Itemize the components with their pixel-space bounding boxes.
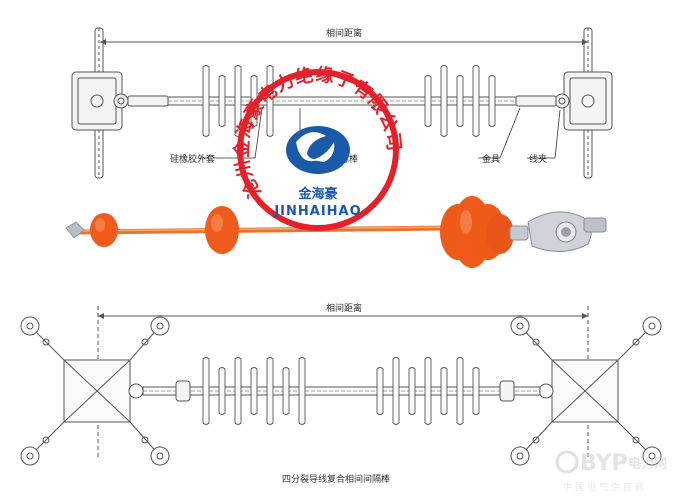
shed-bottom-sheds-3 — [250, 367, 258, 415]
shed-bottom-sheds-4 — [266, 357, 274, 425]
clamp-label: 线夹 — [529, 153, 547, 165]
photo-shed-stack — [440, 196, 514, 268]
shed-top-sheds-0 — [202, 65, 210, 137]
left-hinge-icon — [113, 93, 129, 109]
right-clamp-block — [563, 71, 613, 131]
photo-metal-clamp — [509, 211, 607, 252]
shed-top-sheds-7 — [456, 75, 464, 127]
right-fitting — [515, 95, 557, 107]
left-fitting — [127, 95, 169, 107]
shed-top-sheds-4 — [266, 65, 274, 137]
byp-watermark: BYP 电力网 中国电气供应商 — [555, 450, 667, 493]
shed-bottom-sheds-10 — [424, 357, 432, 425]
shed-bottom-sheds-7 — [376, 367, 384, 415]
top-spacing-label: 相间距离 — [326, 27, 362, 39]
photo-mid-shed — [205, 206, 239, 254]
byp-logo-icon — [555, 450, 579, 474]
shed-top-sheds-1 — [218, 75, 226, 127]
bottom-spacing-label: 相间距离 — [326, 302, 362, 314]
product-photo — [65, 196, 607, 268]
bottom-technical-drawing — [20, 306, 662, 466]
watermark-suffix: 电力网 — [628, 456, 667, 472]
shed-bottom-sheds-6 — [298, 357, 306, 425]
seal-brand-cn: 金海豪 — [297, 186, 337, 202]
shed-bottom-sheds-13 — [472, 367, 480, 415]
bottom-caption: 四分裂导线复合相间间隔棒 — [282, 473, 390, 485]
shed-bottom-sheds-2 — [234, 357, 242, 425]
left-quad-spacer-frame — [20, 316, 170, 466]
shed-top-sheds-5 — [424, 75, 432, 127]
photo-small-shed — [90, 213, 118, 247]
seal-ring — [237, 69, 399, 231]
bottom-shed-group — [202, 357, 480, 425]
watermark-tagline: 中国电气供应商 — [563, 481, 647, 493]
shed-bottom-sheds-9 — [408, 367, 416, 415]
shed-bottom-sheds-5 — [282, 367, 290, 415]
right-quad-spacer-frame — [510, 316, 662, 466]
shed-bottom-sheds-11 — [440, 367, 448, 415]
shed-bottom-sheds-8 — [392, 357, 400, 425]
top-shed-group — [202, 65, 496, 137]
right-hinge-icon — [554, 93, 570, 109]
shed-bottom-sheds-12 — [456, 357, 464, 425]
watermark-brand: BYP — [580, 451, 628, 476]
sheath-label: 硅橡胶外套 — [170, 153, 215, 165]
shed-bottom-sheds-1 — [218, 367, 226, 415]
photo-rod — [75, 225, 453, 235]
shed-top-sheds-8 — [472, 65, 480, 137]
jinhaihao-logo-icon — [286, 126, 350, 174]
seal-brand-en: JINHAIHAO — [273, 204, 361, 219]
photo-left-end-fitting — [65, 221, 85, 239]
top-technical-drawing — [71, 27, 613, 179]
shed-bottom-sheds-0 — [202, 357, 210, 425]
shed-top-sheds-9 — [488, 75, 496, 127]
shed-top-sheds-6 — [440, 65, 448, 137]
fitting-label: 金具 — [482, 153, 500, 165]
